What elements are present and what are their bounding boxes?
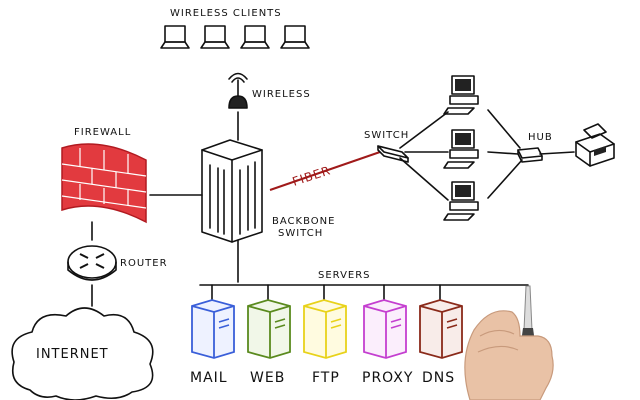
server-mail: MAIL: [190, 284, 235, 386]
internet-cloud-icon: [11, 307, 154, 400]
server-label-ftp: FTP: [312, 370, 340, 386]
firewall-label: FIREWALL: [74, 127, 131, 138]
switch-pc3-link: [399, 157, 449, 201]
hub-label: HUB: [528, 132, 553, 143]
printer-icon: [575, 123, 615, 167]
internet-label: INTERNET: [36, 347, 109, 362]
laptop-icon: [280, 25, 310, 49]
hub-icon: [517, 147, 543, 163]
pc2-hub-link: [487, 151, 519, 155]
server-tower-icon: [247, 299, 291, 359]
backbone-switch-label-line1: BACKBONE: [272, 216, 335, 227]
fiber-link: [269, 151, 381, 191]
switch-icon: [377, 145, 409, 163]
hub-printer-link: [539, 151, 575, 155]
pc1-hub-link: [487, 109, 521, 149]
server-tower-icon: [191, 299, 235, 359]
server-label-mail: MAIL: [190, 370, 228, 386]
server-web: WEB: [247, 284, 291, 386]
server-ftp: FTP: [303, 284, 347, 386]
backbone-switch-icon: [201, 139, 263, 243]
server-dns: DNS: [419, 284, 463, 386]
server-label-proxy: PROXY: [362, 370, 413, 386]
router-icon: [67, 245, 117, 281]
wireless-clients-label: WIRELESS CLIENTS: [170, 8, 282, 19]
laptop-icon: [160, 25, 190, 49]
workstation-icon: [443, 181, 479, 221]
connections: [91, 109, 575, 307]
drawing-hand-image: [464, 285, 554, 400]
fiber-label: FIBER: [291, 163, 333, 189]
server-proxy: PROXY: [362, 284, 413, 386]
laptop-icon: [200, 25, 230, 49]
workstation-icon: [443, 75, 479, 115]
backbone-switch-label-line2: SWITCH: [278, 228, 323, 239]
server-tower-icon: [303, 299, 347, 359]
server-towers: MAIL WEB FTP: [190, 284, 463, 386]
server-label-dns: DNS: [422, 370, 455, 386]
laptop-icon: [240, 25, 270, 49]
router-label: ROUTER: [120, 258, 168, 269]
server-tower-icon: [363, 299, 407, 359]
wireless-label: WIRELESS: [252, 89, 311, 100]
pc3-hub-link: [487, 159, 523, 199]
server-tower-icon: [419, 299, 463, 359]
workstation-icon: [443, 129, 479, 169]
wireless-clients: [160, 25, 310, 49]
wireless-access-point-icon: [228, 72, 248, 109]
servers-label: SERVERS: [318, 270, 371, 281]
switch-pc1-link: [399, 111, 449, 149]
switch-label: SWITCH: [364, 130, 409, 141]
firewall-icon: [61, 143, 147, 224]
server-label-web: WEB: [250, 370, 285, 386]
